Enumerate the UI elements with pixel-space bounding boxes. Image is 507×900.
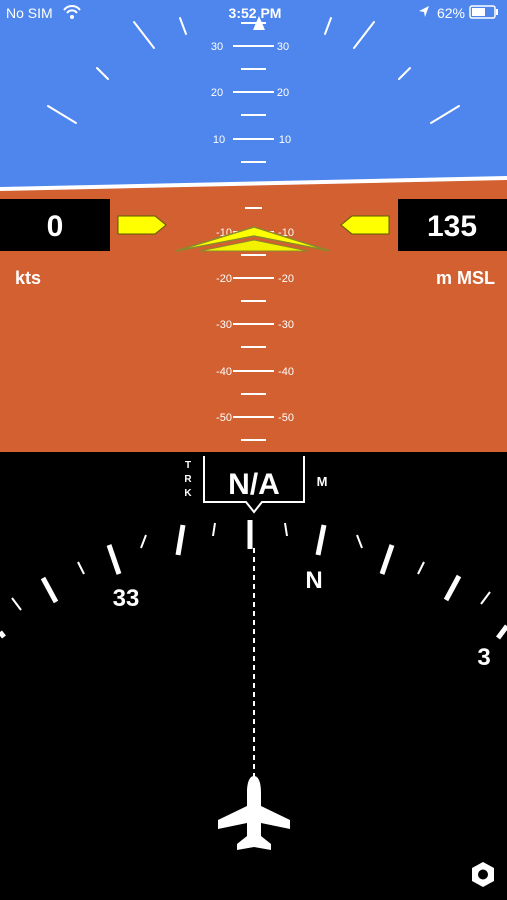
- compass-tick-minor: [77, 561, 85, 575]
- compass-tick-major: [443, 574, 462, 602]
- compass-tick-major: [40, 576, 59, 604]
- compass-tick-major: [106, 544, 122, 575]
- pitch-label: -50: [278, 412, 294, 424]
- track-reference: M: [317, 474, 328, 489]
- roll-tick: [398, 67, 411, 80]
- roll-tick: [353, 21, 375, 49]
- compass-label: 33: [113, 585, 140, 612]
- airspeed-bug: [117, 215, 167, 235]
- track-value: N/A: [228, 468, 280, 501]
- altitude-bug: [340, 215, 390, 235]
- track-readout-box: [203, 456, 305, 514]
- compass-tick-major: [175, 524, 186, 556]
- roll-tick: [133, 21, 155, 49]
- airspeed-box: [0, 199, 110, 251]
- battery-icon: [469, 5, 498, 19]
- carrier-label: No SIM: [6, 5, 53, 21]
- compass-tick-minor: [140, 534, 147, 549]
- pitch-label: 30: [277, 41, 289, 53]
- wifi-icon: [63, 5, 81, 19]
- pitch-label: -50: [216, 412, 232, 424]
- status-bar: No SIM 3:52 PM 62%: [6, 5, 498, 21]
- pitch-label: -30: [278, 319, 294, 331]
- pitch-label: -30: [216, 319, 232, 331]
- altitude-value: 135: [427, 210, 477, 243]
- roll-tick: [47, 105, 77, 124]
- pitch-label: 10: [213, 134, 225, 146]
- compass-tick-minor: [356, 534, 363, 549]
- track-label-letter: T: [185, 460, 191, 471]
- pitch-labels: 30 30 20 20 10 10 -10 -10 -20 -20 -30 -3…: [211, 41, 294, 424]
- compass-label: N: [305, 567, 322, 594]
- airplane-icon: [218, 776, 290, 850]
- pitch-label: -40: [278, 366, 294, 378]
- roll-tick: [324, 17, 332, 35]
- horizon-line: [0, 176, 507, 191]
- sky-area: [0, 0, 507, 190]
- altitude-box: [398, 199, 507, 251]
- compass-label: 3: [477, 644, 490, 671]
- pitch-label: 10: [279, 134, 291, 146]
- roll-tick: [96, 67, 109, 80]
- aircraft-attitude-symbol: [175, 226, 331, 252]
- compass-tick-major: [0, 630, 6, 639]
- compass-tick-minor: [480, 591, 491, 605]
- clock: 3:52 PM: [229, 5, 282, 21]
- roll-tick: [179, 17, 187, 35]
- ground-area: [0, 178, 507, 452]
- airspeed-value: 0: [47, 210, 64, 243]
- altitude-unit: m MSL: [436, 268, 495, 288]
- pitch-label: 30: [211, 41, 223, 53]
- pitch-label: -20: [278, 273, 294, 285]
- pitch-label: 20: [277, 87, 289, 99]
- compass-tick-major: [315, 524, 327, 556]
- roll-scale: [47, 17, 460, 124]
- compass-tick-major: [496, 624, 507, 640]
- location-arrow-icon: [419, 6, 429, 17]
- track-label-letter: R: [184, 474, 192, 485]
- battery-percent: 62%: [437, 5, 465, 21]
- compass-tick-minor: [212, 522, 216, 537]
- pitch-label: 20: [211, 87, 223, 99]
- pitch-label: -40: [216, 366, 232, 378]
- compass-tick-major: [379, 544, 395, 575]
- track-label-letter: K: [184, 488, 192, 499]
- airspeed-unit: kts: [15, 268, 41, 288]
- compass-tick-minor: [11, 597, 22, 611]
- compass-ticks: [0, 520, 507, 640]
- pitch-label: -20: [216, 273, 232, 285]
- hexagon-settings-icon[interactable]: [472, 862, 494, 887]
- compass-tick-minor: [284, 522, 288, 537]
- compass-tick-minor: [417, 561, 425, 575]
- roll-tick: [430, 105, 460, 124]
